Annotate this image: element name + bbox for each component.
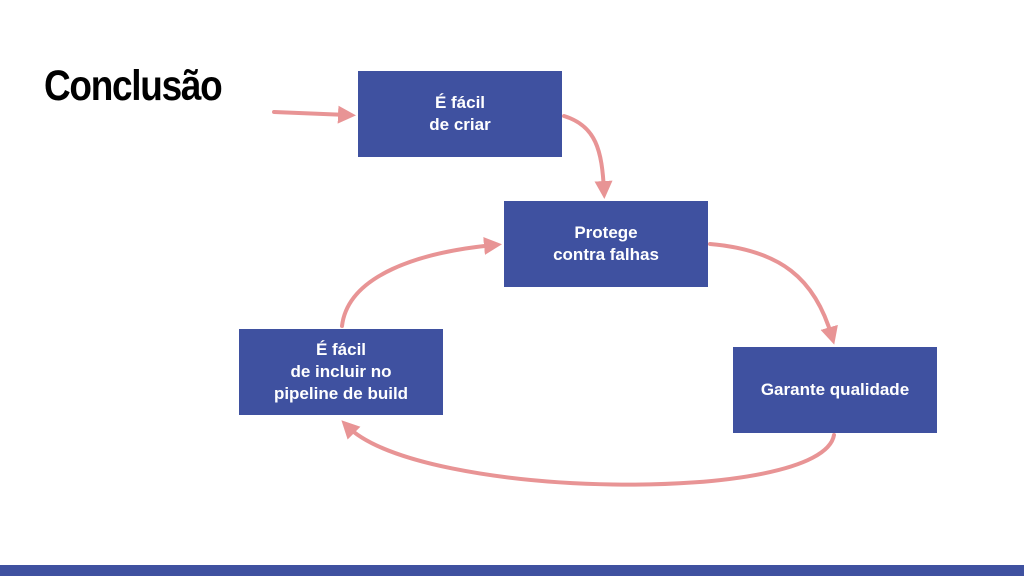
arrow-protect-to-quality: [708, 242, 838, 345]
node-label-line: contra falhas: [553, 245, 659, 264]
page-title: Conclusão: [44, 62, 223, 110]
node-label-line: Garante qualidade: [760, 380, 910, 399]
node-label-line: de criar: [429, 115, 491, 134]
node-protects-against-failures: Protege contra falhas: [504, 201, 708, 287]
node-label-line: pipeline de build: [273, 384, 409, 403]
node-easy-to-create: É fácil de criar: [358, 71, 562, 157]
node-easy-to-include-in-pipeline: É fácil de incluir no pipeline de build: [239, 329, 443, 415]
entry-arrow: [272, 105, 356, 124]
arrow-create-to-protect: [562, 114, 613, 199]
node-label-line: de incluir no: [290, 362, 392, 381]
footer-bar: [0, 565, 1024, 576]
node-label-line: Protege: [574, 223, 638, 242]
node-label-line: É fácil: [434, 93, 486, 112]
node-label-line: É fácil: [315, 340, 367, 359]
arrow-pipeline-to-protect: [340, 236, 502, 328]
arrow-quality-to-pipeline: [341, 420, 836, 487]
node-ensures-quality: Garante qualidade: [733, 347, 937, 433]
